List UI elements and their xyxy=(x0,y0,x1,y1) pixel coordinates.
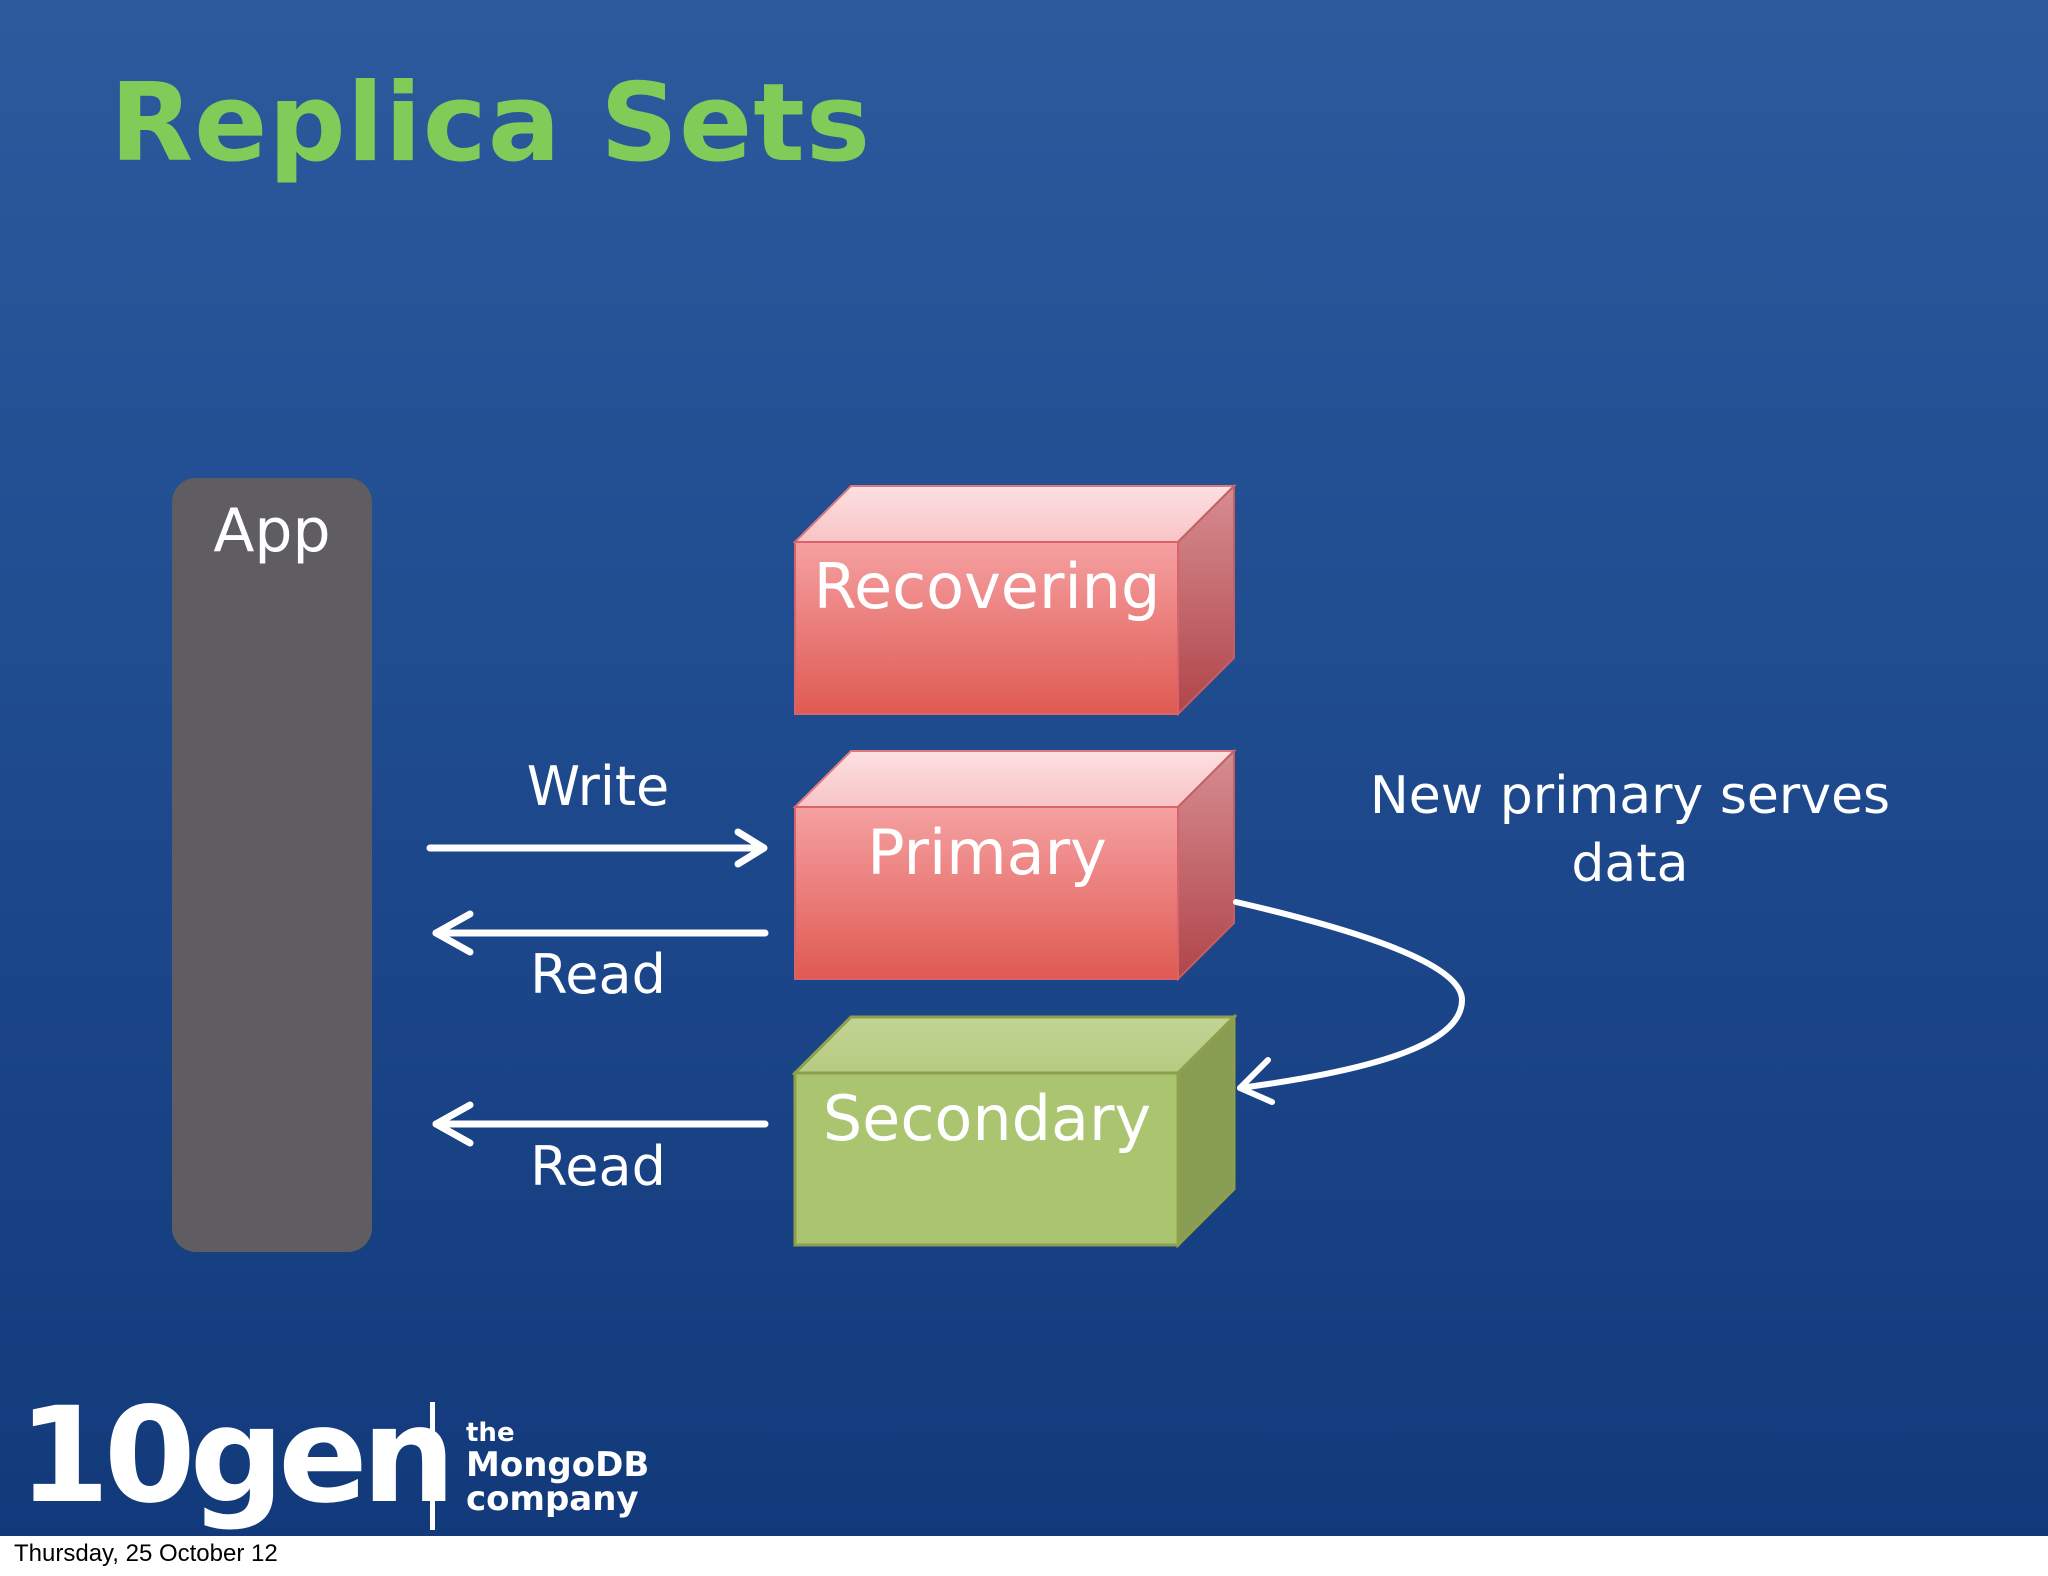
logo-tag-mongodb: MongoDB xyxy=(466,1445,650,1485)
secondary-node-label: Secondary xyxy=(822,1082,1152,1155)
recovering-node-front xyxy=(794,541,1179,715)
logo-wordmark: 10gen xyxy=(18,1379,456,1533)
secondary-node-front xyxy=(793,1071,1180,1247)
read-secondary-label: Read xyxy=(530,1135,666,1198)
recovering-node xyxy=(792,483,1237,717)
failover-note-line1: New primary serves xyxy=(1369,766,1891,826)
secondary-node xyxy=(791,1013,1238,1249)
primary-node-label: Primary xyxy=(867,816,1107,889)
logo-tagline: the MongoDB company xyxy=(466,1420,649,1516)
footer-date: Thursday, 25 October 12 xyxy=(14,1540,278,1567)
failover-note-line2: data xyxy=(1571,834,1689,894)
read-secondary-arrow xyxy=(432,1101,769,1147)
logo-tag-the: the xyxy=(466,1418,515,1448)
primary-node xyxy=(792,748,1237,982)
write-arrow xyxy=(426,828,768,868)
app-panel: App xyxy=(172,478,372,1252)
slide: Replica Sets App xyxy=(0,0,2048,1536)
diagram-canvas xyxy=(426,483,1465,1249)
primary-node-front xyxy=(794,806,1179,980)
read-primary-label: Read xyxy=(530,943,666,1006)
logo-tag-company: company xyxy=(466,1479,639,1519)
recovering-node-label: Recovering xyxy=(813,550,1161,623)
recovering-node-top xyxy=(792,485,1237,543)
slide-title: Replica Sets xyxy=(110,61,872,186)
failover-note: New primary serves data xyxy=(1340,762,1920,898)
primary-node-top xyxy=(792,750,1237,808)
secondary-node-top xyxy=(791,1015,1238,1075)
replication-arrow xyxy=(1233,899,1465,1105)
write-label: Write xyxy=(526,755,670,818)
logo-divider xyxy=(430,1402,435,1530)
read-primary-arrow xyxy=(432,910,769,956)
app-label: App xyxy=(213,496,331,566)
